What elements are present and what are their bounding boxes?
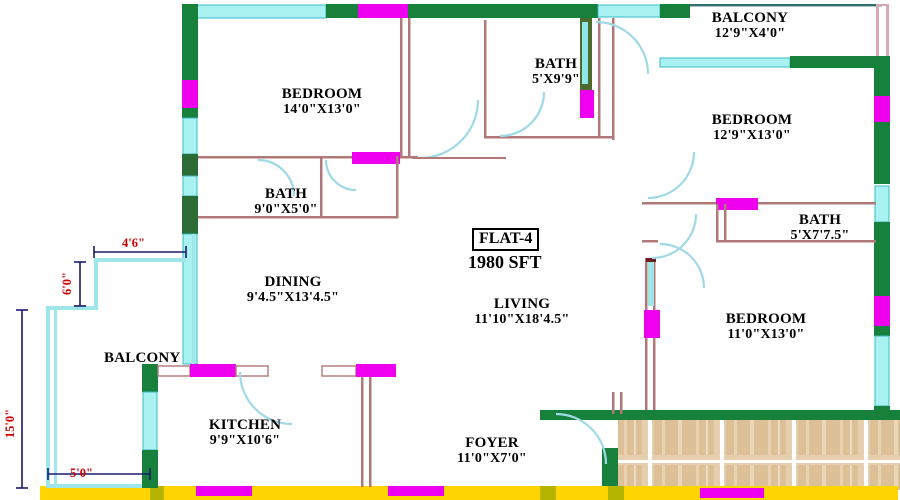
dimension-label-6-0: 6'0" [59, 272, 74, 295]
door-swings [238, 20, 706, 465]
dimension-label-15-0: 15'0" [3, 408, 18, 439]
room-label-bedroom-bottom-right: BEDROOM 11'0"X13'0" [725, 311, 807, 343]
dimension-lines [16, 246, 187, 489]
wall-top [186, 4, 690, 26]
dimension-label-5-0: 5'0" [70, 466, 93, 480]
partition-bath-top [484, 18, 615, 140]
wall-bottom-yellow [40, 486, 898, 500]
wall-balcony-left [46, 258, 186, 488]
partition-bath-left [198, 152, 418, 219]
wall-right [874, 56, 890, 418]
room-label-living: LIVING 11'10"X18'4.5" [474, 296, 570, 328]
partition-living-right [642, 198, 876, 243]
room-label-kitchen: KITCHEN 9'9"X10'6" [208, 417, 282, 449]
partition-foyer [612, 392, 623, 414]
room-label-bath-top-center: BATH 5'X9'9" [531, 56, 581, 88]
room-label-bedroom-top-left: BEDROOM 14'0"X13'0" [281, 86, 363, 118]
partition-dining-living [192, 234, 195, 364]
wall-left-upper [182, 4, 198, 365]
room-label-foyer: FOYER 11'0"X7'0" [457, 435, 527, 467]
flat-area-label: 1980 SFT [468, 252, 542, 272]
partition-kitchen [142, 364, 396, 488]
room-label-bath-right: BATH 5'X7'7.5" [790, 212, 850, 244]
dimension-label-4-6: 4'6" [122, 236, 145, 250]
room-label-balcony-left: BALCONY [104, 350, 181, 366]
room-label-dining: DINING 9'4.5"X13'4.5" [246, 274, 340, 306]
room-label-bedroom-top-right: BEDROOM 12'9"X13'0" [711, 112, 793, 144]
flat-number-badge: FLAT-4 [472, 228, 540, 251]
room-label-bath-left: BATH 9'0"X5'0" [254, 186, 318, 218]
wall-balcony-top-right [659, 4, 889, 68]
stair-lobby-tiles [540, 410, 900, 490]
room-label-balcony-top-right: BALCONY 12'9"X4'0" [711, 10, 789, 42]
partition-living-bedroom-bottom [644, 258, 660, 410]
partition-bedroom-left [400, 18, 411, 158]
